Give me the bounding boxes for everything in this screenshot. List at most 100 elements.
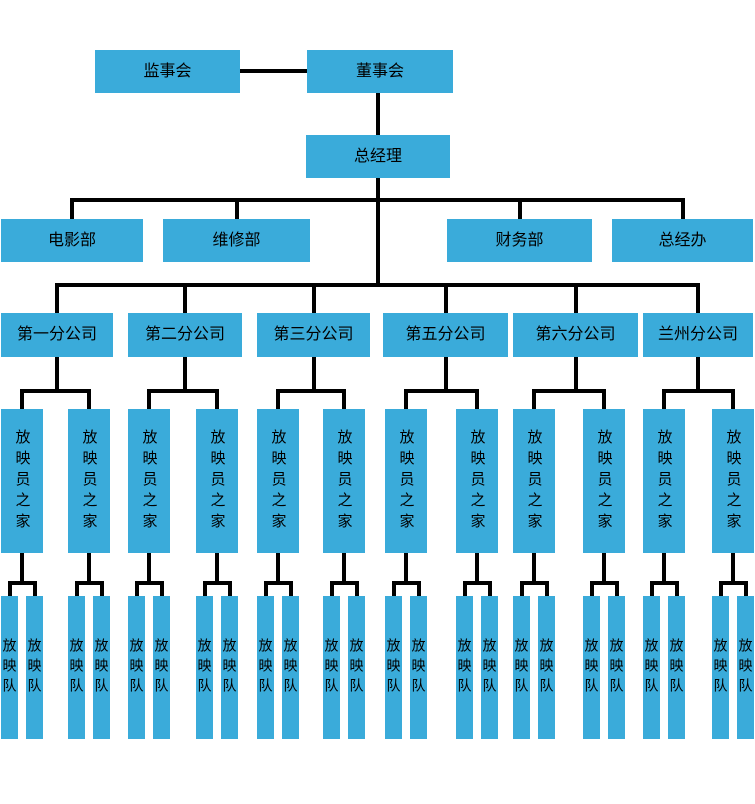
node-projectionist-home[interactable]: 放映员之家: [196, 409, 238, 553]
node-dept-general-office[interactable]: 总经办: [612, 219, 753, 262]
node-projection-team[interactable]: 放映队: [668, 596, 685, 739]
node-projection-team[interactable]: 放映队: [583, 596, 600, 739]
connector-line: [263, 581, 268, 596]
node-projection-team[interactable]: 放映队: [221, 596, 238, 739]
node-general-manager[interactable]: 总经理: [306, 135, 450, 178]
node-projection-team-label: 放映队: [608, 637, 625, 698]
connector-line: [99, 581, 104, 596]
node-projectionist-home[interactable]: 放映员之家: [513, 409, 555, 553]
node-dept-finance[interactable]: 财务部: [447, 219, 592, 262]
connector-line: [7, 581, 37, 585]
node-projection-team[interactable]: 放映队: [410, 596, 427, 739]
node-projectionist-home[interactable]: 放映员之家: [257, 409, 299, 553]
node-projectionist-home[interactable]: 放映员之家: [1, 409, 43, 553]
node-branch-lanzhou[interactable]: 兰州分公司: [643, 313, 753, 357]
node-projection-team[interactable]: 放映队: [737, 596, 754, 739]
node-projection-team[interactable]: 放映队: [26, 596, 43, 739]
connector-line: [680, 198, 685, 219]
connector-line: [519, 581, 524, 596]
connector-line: [32, 581, 37, 596]
connector-line: [20, 389, 91, 393]
node-projection-team[interactable]: 放映队: [68, 596, 85, 739]
connector-line: [391, 581, 421, 585]
connector-line: [70, 198, 74, 219]
node-projection-team-label: 放映队: [93, 637, 110, 698]
node-projectionist-home-label: 放映员之家: [140, 428, 158, 534]
node-projection-team[interactable]: 放映队: [93, 596, 110, 739]
node-projection-team-label: 放映队: [481, 637, 498, 698]
node-projection-team[interactable]: 放映队: [712, 596, 729, 739]
node-projection-team[interactable]: 放映队: [348, 596, 365, 739]
node-projection-team-label: 放映队: [643, 637, 660, 698]
connector-line: [227, 581, 232, 596]
node-projection-team-label: 放映队: [323, 637, 340, 698]
node-branch-5[interactable]: 第五分公司: [383, 313, 508, 357]
node-dept-film[interactable]: 电影部: [1, 219, 143, 262]
node-projection-team-label: 放映队: [348, 637, 365, 698]
node-branch-1[interactable]: 第一分公司: [1, 313, 113, 357]
node-projection-team[interactable]: 放映队: [608, 596, 625, 739]
connector-line: [240, 69, 307, 73]
node-projectionist-home[interactable]: 放映员之家: [583, 409, 625, 553]
node-projection-team-label: 放映队: [456, 637, 473, 698]
node-projection-team[interactable]: 放映队: [513, 596, 530, 739]
node-projectionist-home-label: 放映员之家: [335, 428, 353, 534]
connector-line: [662, 553, 666, 585]
connector-line: [544, 581, 549, 596]
node-projection-team[interactable]: 放映队: [196, 596, 213, 739]
node-projectionist-home-label: 放映员之家: [269, 428, 287, 534]
connector-line: [183, 357, 187, 393]
node-projectionist-home[interactable]: 放映员之家: [323, 409, 365, 553]
connector-line: [416, 581, 421, 596]
connector-line: [7, 581, 12, 596]
node-dept-maintenance[interactable]: 维修部: [163, 219, 310, 262]
connector-line: [311, 357, 316, 393]
node-projection-team[interactable]: 放映队: [1, 596, 18, 739]
node-projection-team[interactable]: 放映队: [643, 596, 660, 739]
connector-line: [147, 553, 151, 585]
connector-line: [487, 581, 492, 596]
connector-line: [276, 389, 280, 409]
connector-line: [718, 581, 723, 596]
node-projection-team-label: 放映队: [153, 637, 170, 698]
node-projectionist-home[interactable]: 放映员之家: [456, 409, 498, 553]
connector-line: [55, 283, 700, 287]
connector-line: [342, 553, 346, 585]
connector-line: [288, 581, 293, 596]
node-board-of-directors[interactable]: 董事会: [307, 50, 453, 93]
connector-line: [532, 389, 606, 393]
node-projection-team-label: 放映队: [712, 637, 729, 698]
node-branch-2[interactable]: 第二分公司: [128, 313, 242, 357]
connector-line: [276, 553, 280, 585]
node-projection-team[interactable]: 放映队: [282, 596, 299, 739]
node-projection-team-label: 放映队: [26, 637, 43, 698]
node-branch-6[interactable]: 第六分公司: [513, 313, 638, 357]
node-projection-team[interactable]: 放映队: [481, 596, 498, 739]
node-projection-team-label: 放映队: [1, 637, 18, 698]
node-projectionist-home[interactable]: 放映员之家: [385, 409, 427, 553]
connector-line: [404, 389, 479, 393]
connector-line: [743, 581, 748, 596]
node-projection-team[interactable]: 放映队: [323, 596, 340, 739]
connector-line: [20, 389, 24, 409]
connector-line: [517, 198, 522, 219]
connector-line: [55, 283, 59, 313]
node-projection-team[interactable]: 放映队: [538, 596, 555, 739]
node-projection-team[interactable]: 放映队: [456, 596, 473, 739]
connector-line: [70, 198, 685, 202]
node-projection-team[interactable]: 放映队: [128, 596, 145, 739]
connector-line: [20, 553, 24, 585]
connector-line: [662, 389, 666, 409]
node-projectionist-home[interactable]: 放映员之家: [128, 409, 170, 553]
node-projectionist-home[interactable]: 放映员之家: [643, 409, 685, 553]
node-projection-team[interactable]: 放映队: [385, 596, 402, 739]
node-projection-team[interactable]: 放映队: [257, 596, 274, 739]
node-projectionist-home[interactable]: 放映员之家: [68, 409, 110, 553]
connector-line: [234, 198, 239, 219]
node-branch-3[interactable]: 第三分公司: [257, 313, 370, 357]
node-projection-team[interactable]: 放映队: [153, 596, 170, 739]
node-projectionist-home[interactable]: 放映员之家: [712, 409, 754, 553]
connector-line: [215, 553, 219, 585]
node-supervisory-board[interactable]: 监事会: [95, 50, 240, 93]
connector-line: [147, 389, 219, 393]
